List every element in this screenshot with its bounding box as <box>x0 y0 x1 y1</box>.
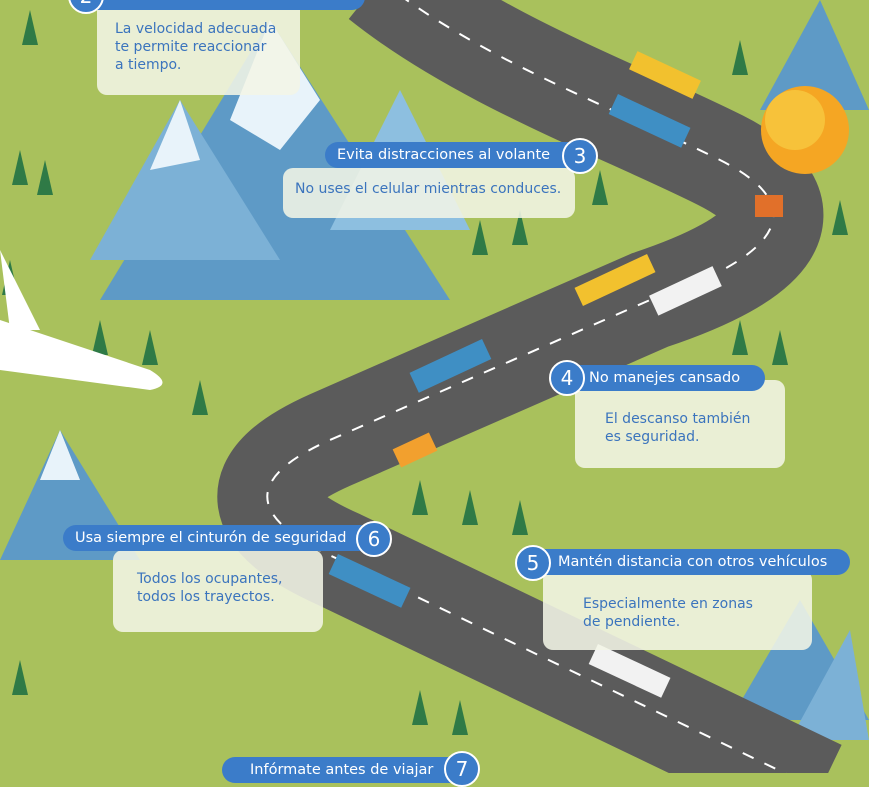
tip-5-body: Especialmente en zonas de pendiente. <box>583 596 753 630</box>
tip-3-number: 3 <box>562 138 598 174</box>
tip-5-card: Especialmente en zonas de pendiente. <box>543 570 812 650</box>
tip-4-number: 4 <box>549 360 585 396</box>
vehicles <box>328 51 722 698</box>
road <box>217 0 842 773</box>
tip-6-title: Usa siempre el cinturón de seguridad <box>63 525 373 551</box>
airplane <box>0 250 163 390</box>
tip-3-body: No uses el celular mientras conduces. <box>295 181 562 197</box>
tip-7-number: 7 <box>444 751 480 787</box>
tip-7-title: Infórmate antes de viajar <box>222 757 467 783</box>
tip-2-title <box>75 0 365 10</box>
tip-3-title: Evita distracciones al volante <box>325 142 585 168</box>
tip-5-number: 5 <box>515 545 551 581</box>
tip-4-body: El descanso también es seguridad. <box>605 411 751 445</box>
hot-air-balloon <box>755 86 849 217</box>
tip-4-title: No manejes cansado <box>565 365 765 391</box>
tip-2-body: La velocidad adecuada te permite reaccio… <box>115 21 277 73</box>
tip-6-card: Todos los ocupantes, todos los trayectos… <box>113 550 323 632</box>
tip-6-body: Todos los ocupantes, todos los trayectos… <box>137 571 283 605</box>
tip-4-card: El descanso también es seguridad. <box>575 380 785 468</box>
tip-3-card: No uses el celular mientras conduces. <box>283 168 575 218</box>
tip-2-card: La velocidad adecuada te permite reaccio… <box>97 0 300 95</box>
tip-5-title: Mantén distancia con otros vehículos <box>530 549 850 575</box>
tip-6-number: 6 <box>356 521 392 557</box>
